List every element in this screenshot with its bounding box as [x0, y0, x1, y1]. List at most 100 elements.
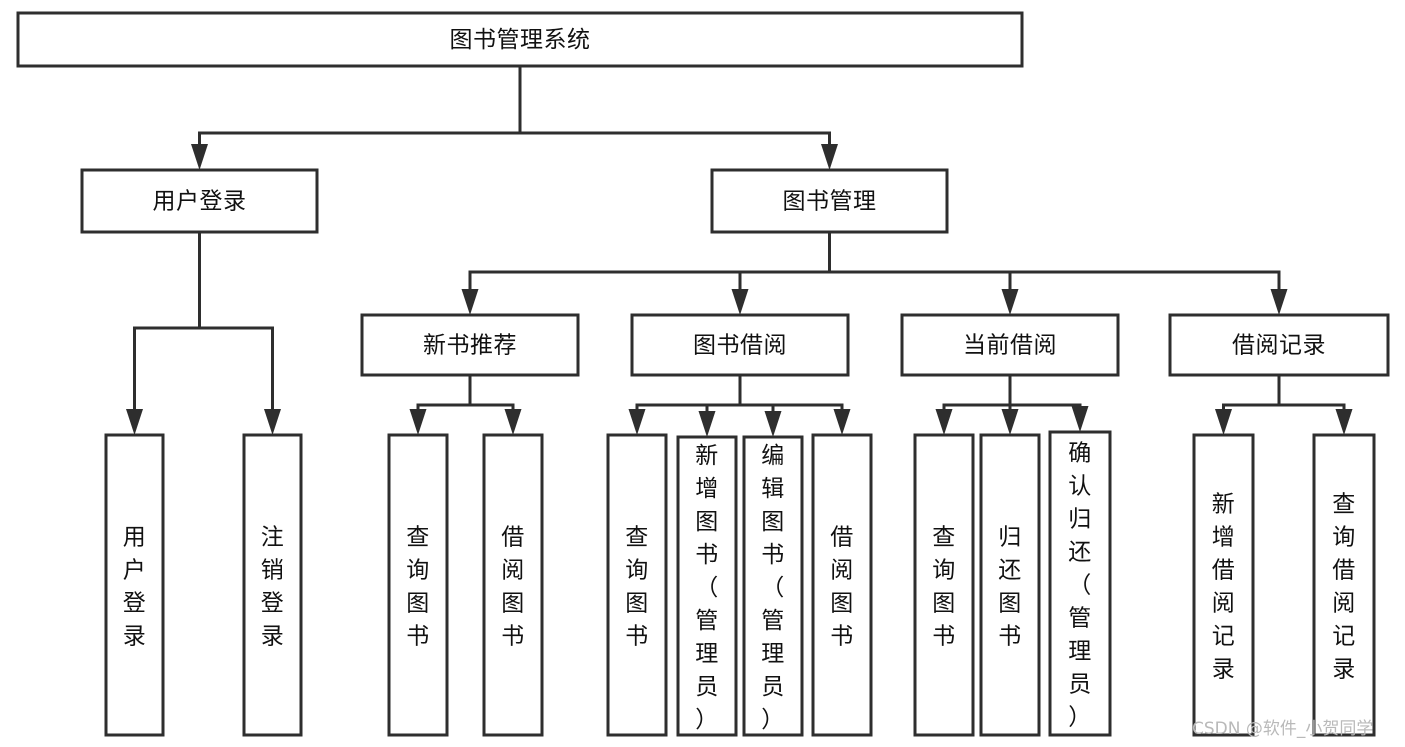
arrow-图书借阅-to-借阅图书-3 [833, 403, 851, 435]
node-box [710, 168, 949, 234]
arrow-head [1270, 289, 1288, 315]
node-box [387, 433, 449, 737]
node-l2-图书管理-1[interactable]: 图书管理 [710, 168, 949, 234]
node-leaf-查询图书-8[interactable]: 查询图书 [913, 433, 975, 737]
node-box [1192, 433, 1255, 737]
node-label: 图书管理 [783, 189, 877, 215]
node-l3-当前借阅-2[interactable]: 当前借阅 [900, 313, 1120, 377]
node-label: 用户登录 [153, 189, 247, 215]
node-label: 查询图书 [406, 525, 430, 650]
node-leaf-归还图书-9[interactable]: 归还图书 [979, 433, 1041, 737]
csdn-watermark: CSDN @软件_小贺同学 [1192, 719, 1374, 739]
arrow-head [698, 411, 716, 437]
node-leaf-查询图书-4[interactable]: 查询图书 [606, 433, 668, 737]
node-box [811, 433, 873, 737]
node-label: 图书借阅 [693, 333, 787, 359]
node-leaf-新增图书管理员-5[interactable]: 新增图书（管理员） [676, 435, 738, 737]
node-leaf-用户登录-0[interactable]: 用户登录 [104, 433, 165, 737]
arrow-head [461, 289, 479, 315]
arrow-head [1071, 406, 1089, 432]
node-box [913, 433, 975, 737]
node-l2-用户登录-0[interactable]: 用户登录 [80, 168, 319, 234]
arrow-head [731, 289, 749, 315]
node-box [676, 435, 738, 737]
node-label: 图书管理系统 [450, 27, 591, 53]
node-box [742, 435, 804, 737]
node-leaf-借阅图书-3[interactable]: 借阅图书 [482, 433, 544, 737]
arrow-head [1001, 289, 1019, 315]
node-leaf-注销登录-1[interactable]: 注销登录 [242, 433, 303, 737]
arrow-head [935, 409, 953, 435]
arrow-root-to-图书管理 [821, 131, 838, 170]
node-box [630, 313, 850, 377]
node-label: 借阅记录 [1232, 333, 1326, 359]
arrow-head [764, 411, 782, 437]
node-leaf-借阅图书-7[interactable]: 借阅图书 [811, 433, 873, 737]
node-l3-新书推荐-0[interactable]: 新书推荐 [360, 313, 580, 377]
arrow-当前借阅-to-查询图书-0 [935, 403, 953, 435]
node-leaf-编辑图书管理员-6[interactable]: 编辑图书（管理员） [742, 435, 804, 737]
node-label: 查询图书 [625, 525, 649, 650]
connectors-layer [126, 64, 1353, 437]
node-l3-借阅记录-3[interactable]: 借阅记录 [1168, 313, 1390, 377]
node-box [606, 433, 668, 737]
node-box [16, 11, 1024, 68]
node-box [80, 168, 319, 234]
node-label: 新增图书（管理员） [695, 443, 719, 733]
node-leaf-新增借阅记录-11[interactable]: 新增借阅记录 [1192, 433, 1255, 737]
arrow-新书推荐-to-查询图书-0 [409, 403, 427, 435]
arrow-userlogin-to-注销登录-1 [264, 326, 281, 435]
node-box [1312, 433, 1376, 737]
node-label: 新增借阅记录 [1212, 492, 1236, 683]
arrow-借阅记录-to-新增借阅记录-0 [1215, 403, 1232, 435]
node-label: 查询借阅记录 [1332, 492, 1356, 683]
node-l3-图书借阅-1[interactable]: 图书借阅 [630, 313, 850, 377]
arrow-head [628, 409, 646, 435]
node-label: 用户登录 [123, 525, 147, 650]
nodes-layer: 图书管理系统用户登录图书管理新书推荐图书借阅当前借阅借阅记录用户登录注销登录查询… [16, 11, 1390, 737]
node-box [482, 433, 544, 737]
arrow-图书借阅-to-查询图书-0 [628, 403, 646, 435]
arrow-bookmgmt-to-新书推荐 [461, 270, 479, 315]
arrow-head [821, 144, 838, 170]
node-box [242, 433, 303, 737]
arrow-head [504, 409, 522, 435]
node-label: 当前借阅 [963, 333, 1057, 359]
node-label: 注销登录 [261, 525, 285, 650]
arrow-userlogin-to-用户登录-0 [126, 326, 143, 435]
arrow-head [126, 409, 143, 435]
node-label: 确认归还（管理员） [1068, 441, 1092, 731]
arrow-当前借阅-to-确认归还管理员-2 [1071, 403, 1089, 432]
arrow-head [409, 409, 427, 435]
node-box [104, 433, 165, 737]
node-box [1048, 430, 1112, 737]
node-leaf-确认归还管理员-10[interactable]: 确认归还（管理员） [1048, 430, 1112, 737]
arrow-head [1335, 409, 1353, 435]
node-box [979, 433, 1041, 737]
node-label: 借阅图书 [501, 525, 525, 650]
node-label: 编辑图书（管理员） [761, 443, 785, 733]
arrow-root-to-用户登录 [191, 131, 208, 170]
node-root-图书管理系统-0[interactable]: 图书管理系统 [16, 11, 1024, 68]
node-leaf-查询借阅记录-12[interactable]: 查询借阅记录 [1312, 433, 1376, 737]
arrow-head [1001, 409, 1019, 435]
arrow-bookmgmt-to-借阅记录 [1270, 270, 1288, 315]
arrow-图书借阅-to-编辑图书管理员-2 [764, 403, 782, 437]
arrow-head [264, 409, 281, 435]
arrow-借阅记录-to-查询借阅记录-1 [1335, 403, 1353, 435]
node-box [900, 313, 1120, 377]
node-leaf-查询图书-2[interactable]: 查询图书 [387, 433, 449, 737]
node-label: 归还图书 [998, 525, 1022, 650]
arrow-head [833, 409, 851, 435]
arrow-bookmgmt-to-图书借阅 [731, 270, 749, 315]
arrow-当前借阅-to-归还图书-1 [1001, 403, 1019, 435]
arrow-head [1215, 409, 1232, 435]
arrow-bookmgmt-to-当前借阅 [1001, 270, 1019, 315]
node-box [360, 313, 580, 377]
node-label: 查询图书 [932, 525, 956, 650]
arrow-新书推荐-to-借阅图书-1 [504, 403, 522, 435]
node-box [1168, 313, 1390, 377]
arrow-head [191, 144, 208, 170]
